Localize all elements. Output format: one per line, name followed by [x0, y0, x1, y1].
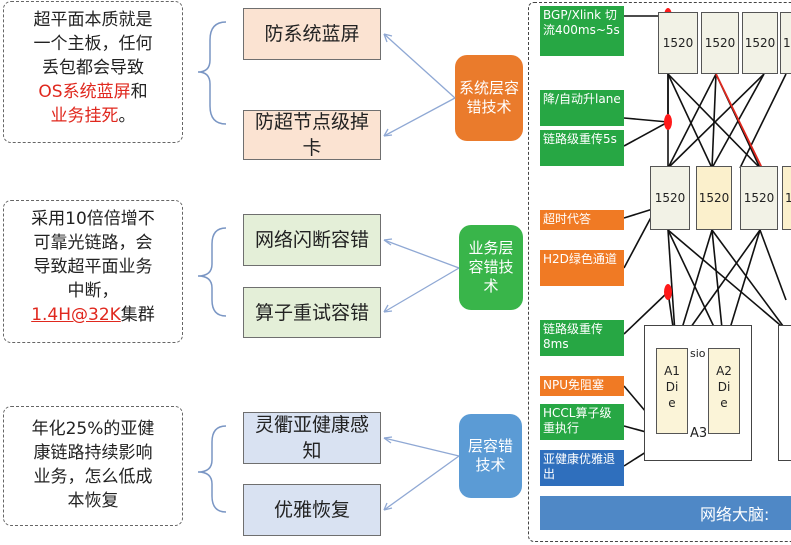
note-line: 中断，: [10, 279, 176, 303]
category-system-layer: 系统层容错技术: [455, 55, 523, 141]
tag-h2d-green-channel: H2D绿色通道: [540, 250, 624, 286]
note-line: 业务，怎么低成: [10, 465, 176, 489]
tag-bgp-xlink: BGP/Xlink 切流400ms~5s: [540, 6, 624, 56]
category-business-layer: 业务层容错技术: [459, 225, 523, 310]
box-operator-retry: 算子重试容错: [243, 287, 381, 338]
tag-link-retrans-5s: 链路级重传5s: [540, 130, 624, 166]
note-optical-link: 采用10倍倍增不可靠光链路，会导致超平面业务中断，1.4H@32K集群: [3, 200, 183, 343]
note-text: 采用10倍倍增不: [31, 209, 155, 229]
note-text: 本恢复: [67, 491, 119, 511]
note-text: 丢包都会导致: [42, 58, 144, 78]
switch-mid-3: 1520: [740, 166, 778, 230]
note-text: 。: [118, 106, 136, 126]
note-text: OS系统蓝屏: [38, 82, 131, 102]
note-line: OS系统蓝屏和: [10, 80, 176, 104]
note-text: 1.4H@32K: [31, 305, 121, 325]
sio-label: sio: [690, 347, 706, 360]
note-text: 中断，: [67, 281, 119, 301]
category-layer-fault-tolerance: 层容错技术: [459, 414, 522, 498]
module-right-frame: [778, 325, 791, 461]
note-line: 丢包都会导致: [10, 56, 176, 80]
note-text: 年化25%的亚健: [31, 419, 155, 439]
tag-lane-down-up: 降/自动升lane: [540, 90, 624, 126]
note-line: 采用10倍倍增不: [10, 207, 176, 231]
die-a1: A1 Di e: [656, 348, 688, 434]
note-text: 导致超平面业务: [33, 257, 153, 277]
note-line: 导致超平面业务: [10, 255, 176, 279]
die-a2: A2 Di e: [708, 348, 740, 434]
tag-link-retrans-8ms: 链路级重传8ms: [540, 320, 624, 356]
box-anti-card-drop: 防超节点级掉卡: [243, 110, 381, 160]
switch-top-3: 1520: [742, 12, 778, 74]
note-text: 集群: [120, 305, 155, 325]
switch-top-4: 1520: [780, 12, 791, 74]
switch-top-1: 1520: [658, 12, 698, 74]
switch-mid-4: 1520: [782, 166, 791, 230]
topology-panel: [528, 2, 791, 542]
tag-timeout-proxy-answer: 超时代答: [540, 210, 624, 230]
note-line: 可靠光链路，会: [10, 231, 176, 255]
box-graceful-recovery: 优雅恢复: [243, 484, 381, 536]
tag-subhealth-exit: 亚健康优雅退出: [540, 450, 624, 486]
note-text: 一个主板，任何: [33, 34, 153, 54]
tag-hccl-reexec: HCCL算子级重执行: [540, 404, 624, 440]
note-line: 本恢复: [10, 489, 176, 513]
note-line: 1.4H@32K集群: [10, 303, 176, 327]
note-text: 可靠光链路，会: [33, 233, 153, 253]
note-text: 康链路持续影响: [33, 443, 153, 463]
box-anti-os-bluescreen: 防系统蓝屏: [243, 8, 381, 60]
box-subhealth-sense: 灵衢亚健康感知: [243, 412, 381, 464]
note-subhealth-link: 年化25%的亚健康链路持续影响业务，怎么低成本恢复: [3, 406, 183, 526]
note-line: 康链路持续影响: [10, 441, 176, 465]
note-line: 业务挂死。: [10, 104, 176, 128]
switch-mid-1: 1520: [650, 166, 690, 230]
network-brain-bar: 网络大脑:: [540, 496, 791, 530]
note-text: 业务挂死: [50, 106, 119, 126]
tag-npu-nonblocking: NPU免阻塞: [540, 376, 624, 396]
switch-mid-2: 1520: [696, 166, 732, 230]
note-text: 业务，怎么低成: [33, 467, 153, 487]
arrows: [383, 33, 460, 511]
box-network-flash-fault: 网络闪断容错: [243, 214, 381, 266]
brackets: [197, 21, 227, 513]
a3-label: A3: [690, 426, 708, 441]
note-line: 一个主板，任何: [10, 32, 176, 56]
note-line: 年化25%的亚健: [10, 417, 176, 441]
switch-top-2: 1520: [701, 12, 739, 74]
note-line: 超平面本质就是: [10, 8, 176, 32]
note-text: 超平面本质就是: [33, 10, 153, 30]
note-text: 和: [130, 82, 148, 102]
